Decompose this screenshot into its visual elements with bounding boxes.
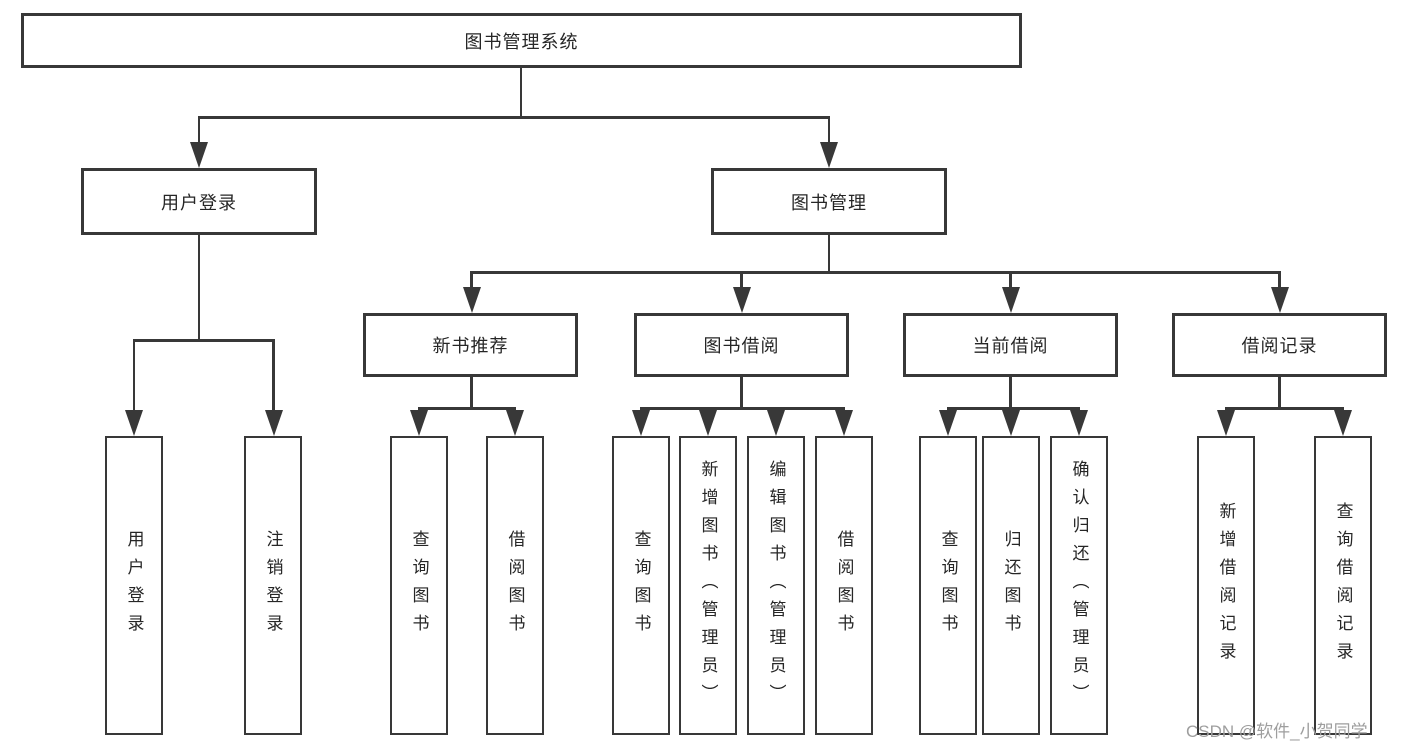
node-root: 图书管理系统 [21,13,1022,68]
leaf-cb-query-books-label: 查询图书 [938,529,958,642]
leaf-bb-borrow-books-label: 借阅图书 [834,529,854,642]
node-user-login-label: 用户登录 [161,192,237,213]
leaf-cb-return-books-label: 归还图书 [1001,529,1021,642]
leaf-user-login: 用户登录 [105,436,163,735]
connector-user-login-rail [132,339,275,342]
leaf-user-login-label: 用户登录 [124,529,144,642]
connector-nbr-stem [470,377,473,409]
leaf-logout-label: 注销登录 [263,529,283,642]
node-new-book-recommend-label: 新书推荐 [432,336,509,356]
node-current-borrow: 当前借阅 [903,313,1118,377]
arrow-down-icon [1334,410,1352,436]
connector-level2-rail [470,271,1281,274]
arrow-down-icon [732,287,751,313]
connector-user-login-stem [197,235,201,340]
leaf-cb-confirm-return-admin-label: 确认归还（管理员） [1069,459,1089,712]
arrow-down-icon [767,410,785,436]
node-book-borrow-label: 图书借阅 [703,336,780,356]
node-new-book-recommend: 新书推荐 [363,313,578,377]
connector-br-rail [1224,407,1345,410]
arrow-down-icon [462,287,481,313]
arrow-down-icon [506,410,524,436]
connector-book-management-stem [827,235,831,273]
arrow-down-icon [410,410,428,436]
leaf-bb-borrow-books: 借阅图书 [815,436,873,735]
leaf-nbr-borrow-books: 借阅图书 [486,436,544,735]
leaf-cb-return-books: 归还图书 [982,436,1040,735]
connector-root-stem [519,68,523,117]
arrow-down-icon [125,410,143,436]
connector-level1-drop-left [197,116,201,146]
arrow-down-icon [1002,410,1020,436]
node-borrow-records: 借阅记录 [1172,313,1387,377]
connector-level1-rail [197,116,831,119]
connector-bb-rail [639,407,846,410]
node-book-management-label: 图书管理 [791,192,867,213]
leaf-cb-query-books: 查询图书 [919,436,977,735]
leaf-bb-edit-books-admin-label: 编辑图书（管理员） [766,459,786,712]
connector-user-login-drop-1 [132,339,136,413]
leaf-br-add-record-label: 新增借阅记录 [1216,501,1236,670]
leaf-br-query-record-label: 查询借阅记录 [1333,501,1353,670]
node-root-label: 图书管理系统 [464,31,579,52]
connector-user-login-drop-2 [272,339,275,413]
connector-bb-stem [740,377,743,409]
connector-level2-drop-2 [740,271,743,291]
leaf-nbr-query-books: 查询图书 [390,436,448,735]
node-book-management: 图书管理 [711,168,947,235]
arrow-down-icon [1001,287,1020,313]
connector-nbr-rail [417,407,517,410]
connector-level1-drop-right [827,116,831,146]
leaf-bb-edit-books-admin: 编辑图书（管理员） [747,436,805,735]
leaf-bb-query-books-label: 查询图书 [631,529,651,642]
arrow-down-icon [835,410,853,436]
connector-br-stem [1278,377,1281,409]
node-current-borrow-label: 当前借阅 [972,336,1049,356]
leaf-nbr-borrow-books-label: 借阅图书 [505,529,525,642]
arrow-down-icon [1070,410,1088,436]
csdn-watermark: CSDN @软件_小贺同学 [1186,722,1368,741]
arrow-down-icon [699,410,717,436]
arrow-down-icon [632,410,650,436]
arrow-down-icon [1217,410,1235,436]
leaf-br-add-record: 新增借阅记录 [1197,436,1255,735]
arrow-down-icon [939,410,957,436]
node-borrow-records-label: 借阅记录 [1241,336,1318,356]
leaf-nbr-query-books-label: 查询图书 [409,529,429,642]
arrow-down-icon [820,142,838,168]
connector-level2-drop-1 [470,271,473,291]
leaf-bb-add-books-admin-label: 新增图书（管理员） [698,459,718,712]
connector-cb-rail [946,407,1081,410]
node-user-login: 用户登录 [81,168,317,235]
leaf-br-query-record: 查询借阅记录 [1314,436,1372,735]
arrow-down-icon [264,410,283,436]
connector-cb-stem [1009,377,1012,409]
leaf-bb-query-books: 查询图书 [612,436,670,735]
leaf-logout: 注销登录 [244,436,302,735]
node-book-borrow: 图书借阅 [634,313,849,377]
connector-level2-drop-3 [1009,271,1012,291]
leaf-bb-add-books-admin: 新增图书（管理员） [679,436,737,735]
arrow-down-icon [1270,287,1289,313]
connector-level2-drop-4 [1278,271,1281,291]
arrow-down-icon [190,142,208,168]
leaf-cb-confirm-return-admin: 确认归还（管理员） [1050,436,1108,735]
